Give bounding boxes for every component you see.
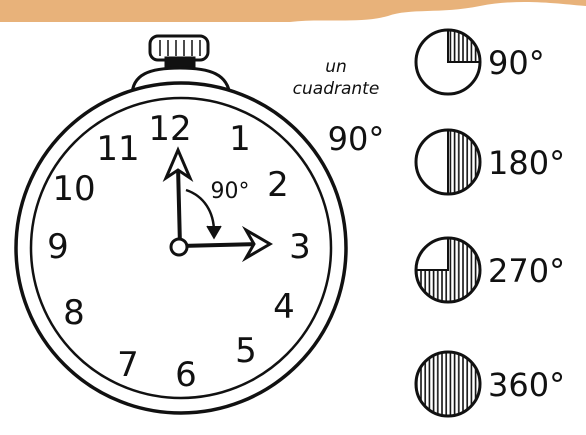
clock-number: 6: [175, 355, 197, 395]
clock-number: 5: [235, 331, 257, 371]
fraction-pie-1: 90°: [416, 30, 545, 94]
clock-number: 8: [63, 293, 85, 333]
pie-label: 90°: [488, 44, 545, 82]
pie-label: 360°: [488, 366, 565, 404]
minute-hand: [180, 244, 258, 246]
clock-number: 4: [273, 287, 295, 327]
caption-line1: un: [325, 57, 347, 77]
fraction-pies: 90° 180° 270° 360°: [416, 30, 565, 416]
fraction-pie-2: 180°: [416, 130, 565, 194]
clock-number: 11: [96, 129, 139, 169]
top-banner: [0, 0, 586, 22]
hour-hand: [178, 166, 180, 246]
fraction-pie-3: 270°: [416, 238, 565, 302]
clock-number: 7: [117, 345, 139, 385]
clock-number: 2: [267, 165, 289, 205]
clock-number: 12: [148, 109, 191, 149]
pie-label: 270°: [488, 252, 565, 290]
pie-label: 180°: [488, 144, 565, 182]
caption-line2: cuadrante: [293, 79, 380, 99]
pie-filled-sector: [448, 130, 480, 194]
angle-label: 90°: [211, 179, 250, 204]
clock-number: 9: [47, 227, 69, 267]
fraction-pie-4: 360°: [416, 352, 565, 416]
clock-number: 10: [52, 169, 95, 209]
caption-degrees: 90°: [328, 120, 385, 158]
clock-center: [171, 239, 187, 255]
clock-number: 1: [229, 119, 251, 159]
clock-number: 3: [289, 227, 311, 267]
